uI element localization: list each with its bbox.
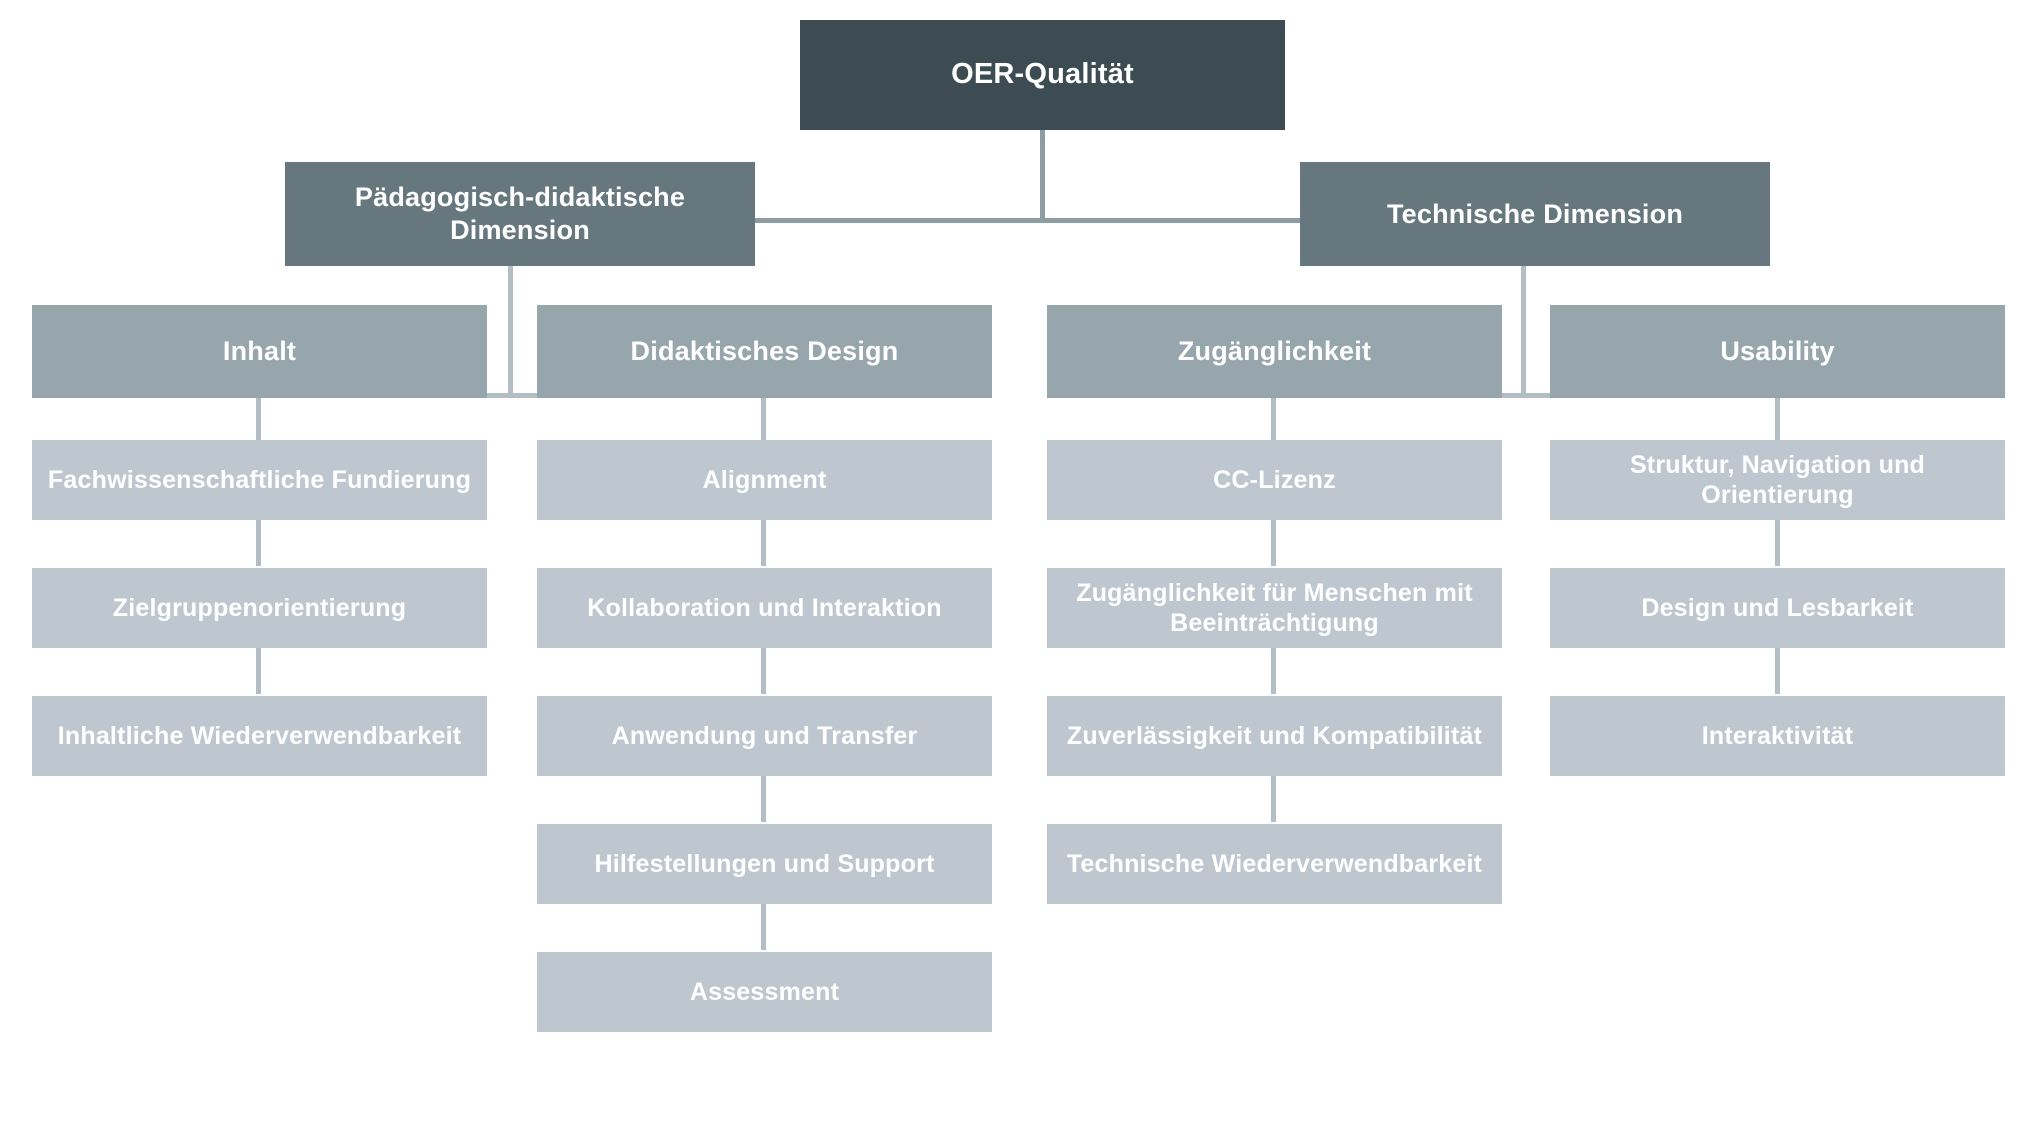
- node-label: Interaktivität: [1701, 721, 1854, 750]
- node-zugaenglichkeit[interactable]: Zugänglichkeit: [1047, 305, 1502, 398]
- node-label: Design und Lesbarkeit: [1641, 593, 1914, 622]
- node-design-und-lesbarkeit[interactable]: Design und Lesbarkeit: [1550, 568, 2005, 648]
- connector-technical-vertical: [1521, 265, 1526, 397]
- connector-col1-stem-1: [256, 398, 261, 440]
- node-zielgruppenorientierung[interactable]: Zielgruppenorientierung: [32, 568, 487, 648]
- node-hilfestellungen-und-support[interactable]: Hilfestellungen und Support: [537, 824, 992, 904]
- connector-col3-stem-4: [1271, 774, 1276, 822]
- node-interaktivitaet[interactable]: Interaktivität: [1550, 696, 2005, 776]
- connector-col1-stem-3: [256, 646, 261, 694]
- node-inhalt[interactable]: Inhalt: [32, 305, 487, 398]
- node-label: Zielgruppenorientierung: [112, 593, 407, 622]
- node-label: CC-Lizenz: [1213, 465, 1336, 494]
- node-technische-wiederverwendbarkeit[interactable]: Technische Wiederverwendbarkeit: [1047, 824, 1502, 904]
- node-label: Zugänglichkeit: [1177, 336, 1372, 367]
- node-anwendung-und-transfer[interactable]: Anwendung und Transfer: [537, 696, 992, 776]
- node-technische-dimension[interactable]: Technische Dimension: [1300, 162, 1770, 266]
- node-label: Struktur, Navigation und Orientierung: [1629, 450, 1926, 510]
- node-paedagogisch-didaktische-dimension[interactable]: Pädagogisch-didaktische Dimension: [285, 162, 755, 266]
- node-label: OER-Qualität: [951, 58, 1134, 91]
- connector-col2-stem-3: [761, 646, 766, 694]
- connector-col3-stem-3: [1271, 646, 1276, 694]
- node-label: Technische Dimension: [1386, 198, 1684, 229]
- connector-col4-stem-3: [1775, 646, 1780, 694]
- connector-pedagogic-vertical: [508, 265, 513, 397]
- node-label: Zuverlässigkeit und Kompatibilität: [1066, 721, 1483, 750]
- connector-root-vertical: [1040, 130, 1045, 222]
- connector-col1-stem-2: [256, 518, 261, 566]
- connector-pedagogic-split: [196, 393, 826, 398]
- node-label: Kollaboration und Interaktion: [587, 593, 942, 622]
- node-assessment[interactable]: Assessment: [537, 952, 992, 1032]
- node-oer-qualitaet[interactable]: OER-Qualität: [800, 20, 1285, 130]
- connector-dimension-horizontal: [753, 218, 1302, 223]
- node-label: Hilfestellungen und Support: [594, 849, 935, 878]
- node-zuverlaessigkeit-und-kompatibilitaet[interactable]: Zuverlässigkeit und Kompatibilität: [1047, 696, 1502, 776]
- node-inhaltliche-wiederverwendbarkeit[interactable]: Inhaltliche Wiederverwendbarkeit: [32, 696, 487, 776]
- node-label: Assessment: [689, 977, 840, 1006]
- connector-technical-split: [1211, 393, 1841, 398]
- connector-col2-stem-2: [761, 518, 766, 566]
- node-label: Inhaltliche Wiederverwendbarkeit: [57, 721, 462, 750]
- node-label: Alignment: [702, 465, 827, 494]
- node-label: Usability: [1720, 336, 1835, 367]
- node-struktur-navigation-und-orientierung[interactable]: Struktur, Navigation und Orientierung: [1550, 440, 2005, 520]
- connector-col2-stem-1: [761, 398, 766, 440]
- node-cc-lizenz[interactable]: CC-Lizenz: [1047, 440, 1502, 520]
- node-label: Technische Wiederverwendbarkeit: [1066, 849, 1483, 878]
- node-zugaenglichkeit-fuer-menschen-mit-beeintraechtigung[interactable]: Zugänglichkeit für Menschen mit Beeinträ…: [1047, 568, 1502, 648]
- node-usability[interactable]: Usability: [1550, 305, 2005, 398]
- node-label: Didaktisches Design: [630, 336, 899, 367]
- node-label: Fachwissenschaftliche Fundierung: [47, 465, 472, 494]
- connector-col2-stem-4: [761, 774, 766, 822]
- node-kollaboration-und-interaktion[interactable]: Kollaboration und Interaktion: [537, 568, 992, 648]
- node-didaktisches-design[interactable]: Didaktisches Design: [537, 305, 992, 398]
- node-label: Pädagogisch-didaktische Dimension: [354, 182, 686, 245]
- connector-col2-stem-5: [761, 902, 766, 950]
- node-fachwissenschaftliche-fundierung[interactable]: Fachwissenschaftliche Fundierung: [32, 440, 487, 520]
- node-label: Zugänglichkeit für Menschen mit Beeinträ…: [1076, 578, 1473, 638]
- node-label: Anwendung und Transfer: [611, 721, 918, 750]
- node-label: Inhalt: [222, 336, 297, 367]
- connector-col4-stem-1: [1775, 398, 1780, 440]
- connector-col3-stem-2: [1271, 518, 1276, 566]
- node-alignment[interactable]: Alignment: [537, 440, 992, 520]
- connector-col4-stem-2: [1775, 518, 1780, 566]
- connector-col3-stem-1: [1271, 398, 1276, 440]
